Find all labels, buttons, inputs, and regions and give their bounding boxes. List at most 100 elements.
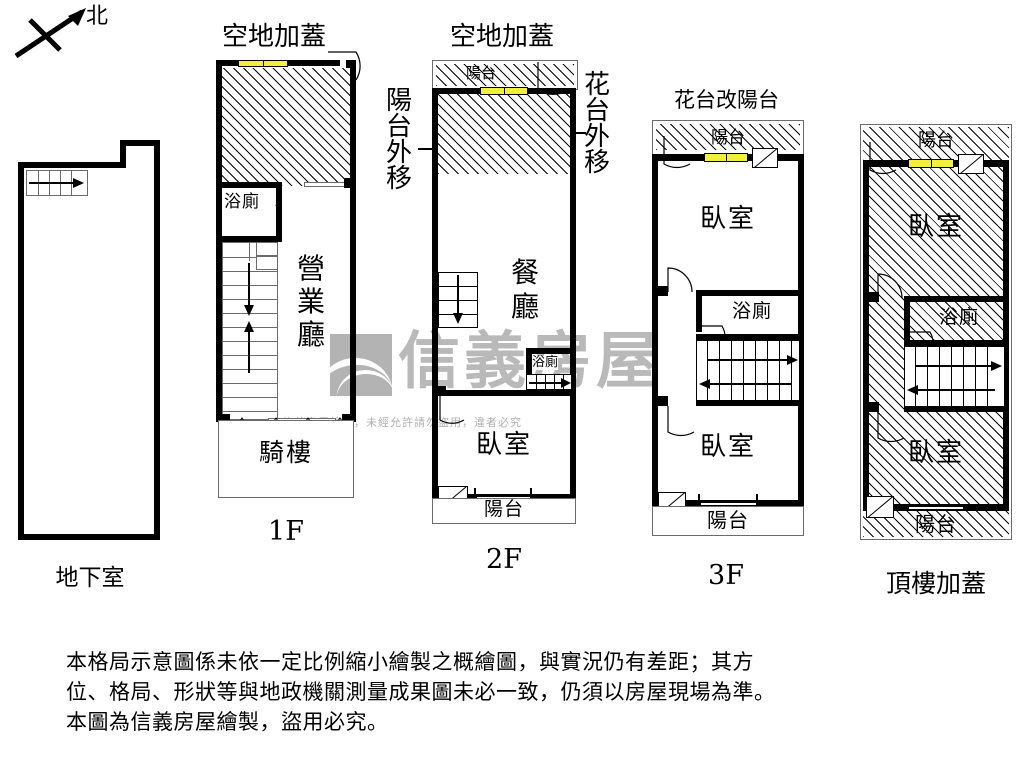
- wall-jamb: [434, 386, 446, 396]
- stair-landing: [256, 242, 278, 256]
- room-label-2f-bathroom: 浴廁: [532, 355, 559, 370]
- wall-jamb: [654, 286, 668, 296]
- stair-down-arrow-icon: [699, 379, 710, 389]
- room-label-1f-bathroom: 浴廁: [224, 192, 260, 212]
- room-label-rf-bedroom-bottom: 臥室: [907, 438, 964, 468]
- room-label-3f-balcony-top: 陽台: [711, 128, 745, 148]
- hatched-extension-area: [438, 94, 570, 174]
- wall-bath-left: [904, 296, 910, 340]
- room-label-3f-balcony-bottom: 陽台: [707, 508, 749, 532]
- annotation-balcony-moved-out: 陽台外移: [386, 86, 413, 194]
- stair-landing: [256, 256, 278, 270]
- wall-notch-vertical: [120, 140, 126, 168]
- wall-bath-right: [276, 182, 282, 242]
- door-swing-icon: [869, 142, 897, 175]
- room-label-3f-bathroom: 浴廁: [731, 300, 772, 322]
- floor-caption-3f: 3F: [708, 560, 744, 591]
- room-label-2f-dining: 餐廳: [510, 256, 539, 323]
- wall-interior-top-left: [216, 182, 278, 188]
- wall-stub-right: [344, 178, 352, 188]
- wall-right: [154, 140, 160, 540]
- stair-down-arrow-icon: [244, 305, 254, 316]
- wall-stair-top: [696, 334, 804, 340]
- room-label-3f-bedroom-top: 臥室: [699, 204, 756, 234]
- wall-stair-top: [904, 340, 1009, 346]
- room-label-2f-balcony-top: 陽台: [466, 64, 497, 82]
- annotation-kongdi-jiagai-2f: 空地加蓋: [450, 22, 555, 52]
- balcony-outline-bottom: [652, 506, 804, 536]
- floorplan-basement: 地下室: [18, 140, 178, 591]
- door-swing-icon: [877, 412, 905, 443]
- hatched-extension-area: [222, 68, 350, 186]
- wall-right: [798, 154, 804, 508]
- wall-notch-top: [120, 140, 160, 146]
- stair-direction-arrow-icon: [73, 178, 84, 188]
- staircase: [222, 242, 278, 420]
- window-diagonal-icon: [958, 154, 984, 174]
- balcony-outline-bottom: [432, 498, 576, 524]
- door-swing-icon: [328, 51, 361, 81]
- window-3f-top: [704, 153, 748, 162]
- leader-line-left: [418, 148, 440, 150]
- balcony-tick: [530, 488, 532, 502]
- wall-bath-bottom: [216, 236, 282, 242]
- balcony-hatch: [436, 64, 574, 86]
- floorplan-3f: 花台改陽台 陽台 臥室 浴廁: [652, 90, 812, 591]
- arcade-area: [218, 420, 354, 498]
- disclaimer-line-2: 位、格局、形狀等與地政機關測量成果圖未必一致，仍須以房屋現場為準。: [66, 679, 776, 704]
- balcony-tick: [756, 494, 758, 508]
- wall-stair-bottom: [696, 400, 804, 406]
- staircase: [696, 340, 800, 402]
- floor-caption-1f: 1F: [268, 516, 304, 547]
- room-label-2f-balcony-bottom: 陽台: [483, 498, 524, 520]
- wall-right: [1003, 160, 1009, 510]
- staircase: [26, 170, 88, 196]
- room-label-3f-bedroom-bottom: 臥室: [699, 432, 756, 462]
- wall-left: [652, 154, 658, 508]
- room-label-1f-business-hall: 營業廳: [296, 252, 325, 352]
- annotation-planter-to-balcony: 花台改陽台: [674, 88, 779, 112]
- balcony-tick: [698, 494, 700, 508]
- wall-bedroom-top: [432, 390, 576, 396]
- wall-bath-left: [696, 290, 702, 332]
- room-label-2f-bedroom: 臥室: [475, 430, 532, 460]
- wall-bath-top: [904, 296, 1009, 302]
- wall-bottom-left: [216, 414, 230, 422]
- wall-stair-bottom: [904, 406, 1009, 412]
- north-label: 北: [86, 4, 109, 29]
- window-rooftop-top: [908, 159, 954, 168]
- balcony-hatch: [656, 124, 800, 150]
- door-swing-icon: [439, 396, 465, 424]
- floorplan-rooftop: 陽台 臥室 浴廁: [860, 124, 1020, 598]
- stair-down-arrow-icon: [453, 313, 463, 324]
- wall-bottom-right: [342, 414, 356, 422]
- wall-jamb: [865, 402, 879, 412]
- staircase-upper: [526, 374, 572, 390]
- balcony-opening: [908, 506, 964, 510]
- window-1f-top: [238, 60, 288, 67]
- wall-top-left: [18, 162, 126, 168]
- stair-up-arrow-icon: [787, 355, 798, 365]
- floor-caption-basement: 地下室: [55, 565, 125, 591]
- door-swing-icon: [248, 185, 279, 207]
- wall-left-lower: [432, 390, 438, 500]
- floor-caption-2f: 2F: [486, 544, 522, 575]
- door-swing-icon: [663, 136, 691, 169]
- compass-north-indicator: 北: [8, 4, 128, 60]
- room-label-rf-balcony-bottom: 陽台: [915, 512, 957, 536]
- wall-right: [570, 88, 576, 420]
- disclaimer-line-1: 本格局示意圖係未依一定比例縮小繪製之概繪圖，與實況仍有差距；其方: [66, 650, 754, 674]
- wall-jamb: [654, 396, 668, 406]
- door-swing-icon: [877, 273, 903, 299]
- room-label-rf-balcony-top: 陽台: [918, 130, 954, 151]
- room-label-1f-arcade: 騎樓: [258, 438, 313, 467]
- staircase: [904, 346, 1005, 408]
- balcony-tick: [474, 488, 476, 502]
- wall-bath-top: [526, 348, 572, 354]
- wall-left: [18, 162, 24, 540]
- wall-bath-left: [526, 348, 532, 374]
- floorplan-1f: 空地加蓋 浴廁: [216, 24, 376, 547]
- disclaimer-block: 本格局示意圖係未依一定比例縮小繪製之概繪圖，與實況仍有差距；其方 位、格局、形狀…: [66, 648, 996, 737]
- annotation-kongdi-jiagai-1f: 空地加蓋: [222, 22, 327, 52]
